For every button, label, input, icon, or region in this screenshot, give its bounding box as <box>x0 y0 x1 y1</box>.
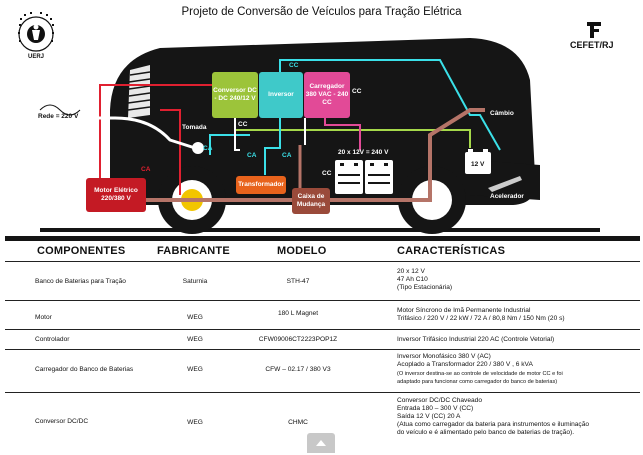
row-4-caract-1: Inversor Monofásico 380 V (AC) <box>397 353 491 360</box>
scroll-up-button[interactable] <box>307 433 335 453</box>
inverter: Inversor <box>259 72 303 118</box>
charger: Carregador 380 VAC - 240 CC <box>304 72 350 118</box>
transformer: Transformador <box>236 176 286 194</box>
row-5-caract-4: (Atua como carregador da bateria para in… <box>397 421 590 428</box>
ca-label-motor: CA <box>141 166 151 173</box>
header-componentes: COMPONENTES <box>37 245 126 257</box>
row-2-modelo: 180 L Magnet <box>277 310 319 317</box>
row-2-fabricante: WEG <box>187 314 203 321</box>
electric-motor: Motor Elétrico 220/380 V <box>86 178 146 212</box>
row-3-fabricante: WEG <box>187 336 203 343</box>
plug-cable <box>60 116 196 150</box>
row-2-caract-2: Trifásico / 220 V / 22 kW / 72 A / 80,8 … <box>397 315 565 322</box>
accelerator-pedal <box>488 176 522 192</box>
row-5-caract-3: Saída 12 V (CC) 20 A <box>397 413 461 420</box>
page-title: Projeto de Conversão de Veículos para Tr… <box>181 6 462 18</box>
uerj-label: UERJ <box>27 54 44 60</box>
row-3-caract-1: Inversor Trifásico Industrial 220 AC (Co… <box>397 336 555 343</box>
cefet-logo <box>587 22 601 38</box>
row-1-componente: Banco de Baterias para Tração <box>35 278 126 285</box>
cc-label-mid: CC <box>238 121 248 128</box>
row-2-caract-1: Motor Síncrono de Imã Permanente Industr… <box>397 307 531 314</box>
header-caracteristicas: CARACTERÍSTICAS <box>397 245 506 257</box>
row-3-modelo: CFW09006CT2223POP1Z <box>258 336 338 343</box>
row-2-componente: Motor <box>35 314 52 321</box>
cyan-wire <box>279 59 501 151</box>
magenta-wire <box>324 118 361 150</box>
header-modelo: MODELO <box>277 245 327 257</box>
header-fabricante: FABRICANTE <box>157 245 230 257</box>
ca-label-right: CA <box>282 152 292 159</box>
accelerator-label: Acelerador <box>490 193 524 200</box>
components-table: COMPONENTES FABRICANTE MODELO CARACTERÍS… <box>5 236 640 453</box>
row-5-fabricante: WEG <box>187 419 203 426</box>
row-1-fabricante: Saturnia <box>182 278 208 285</box>
battery-bank-label: 20 x 12V = 240 V <box>338 149 389 156</box>
row-5-componente: Conversor DC/DC <box>35 418 89 425</box>
battery-bank <box>335 160 393 194</box>
row-4-modelo: CFW – 02.17 / 380 V3 <box>265 366 331 373</box>
row-1-caract-2: 47 Ah C10 <box>397 276 428 283</box>
ca-label-left: CA <box>203 145 213 152</box>
ca-label-mid: CA <box>247 152 257 159</box>
battery-12v <box>465 152 491 174</box>
uerj-logo <box>18 12 54 52</box>
battery-12v-label: 12 V <box>471 161 485 168</box>
gear-shift-label: Câmbio <box>490 110 514 117</box>
cc-label-low: CC <box>322 170 332 177</box>
grid-label: Rede = 220 V <box>38 113 79 120</box>
outlet-label: Tomada <box>182 124 207 131</box>
row-4-caract-2: Acoplado a Transformador 220 / 380 V , 6… <box>397 361 533 368</box>
row-1-caract-1: 20 x 12 V <box>397 268 425 275</box>
dc-dc-converter: Conversor DC - DC 240/12 V <box>212 72 258 118</box>
row-3-componente: Controlador <box>35 336 70 343</box>
cefet-label: CEFET/RJ <box>570 40 614 50</box>
brown-wire <box>140 108 485 202</box>
row-4-fabricante: WEG <box>187 366 203 373</box>
row-5-caract-5: do veículo e é alimentado pelo banco de … <box>397 429 575 436</box>
row-5-caract-1: Conversor DC/DC Chaveado <box>397 397 483 404</box>
row-4-componente: Carregador do Banco de Baterias <box>35 366 134 373</box>
gearbox: Caixa de Mudança <box>292 188 330 214</box>
cc-label-right: CC <box>352 88 362 95</box>
row-5-modelo: CHMC <box>288 419 308 426</box>
row-1-modelo: STH-47 <box>286 278 310 285</box>
row-5-caract-2: Entrada 180 – 300 V (CC) <box>397 405 474 412</box>
cc-label-top: CC <box>289 62 299 69</box>
row-4-caract-4: adaptado para funcionar como carregador … <box>397 379 558 385</box>
row-1-caract-3: (Tipo Estacionária) <box>397 284 453 291</box>
row-4-caract-3: (O inversor destina-se ao controle de ve… <box>397 371 563 377</box>
